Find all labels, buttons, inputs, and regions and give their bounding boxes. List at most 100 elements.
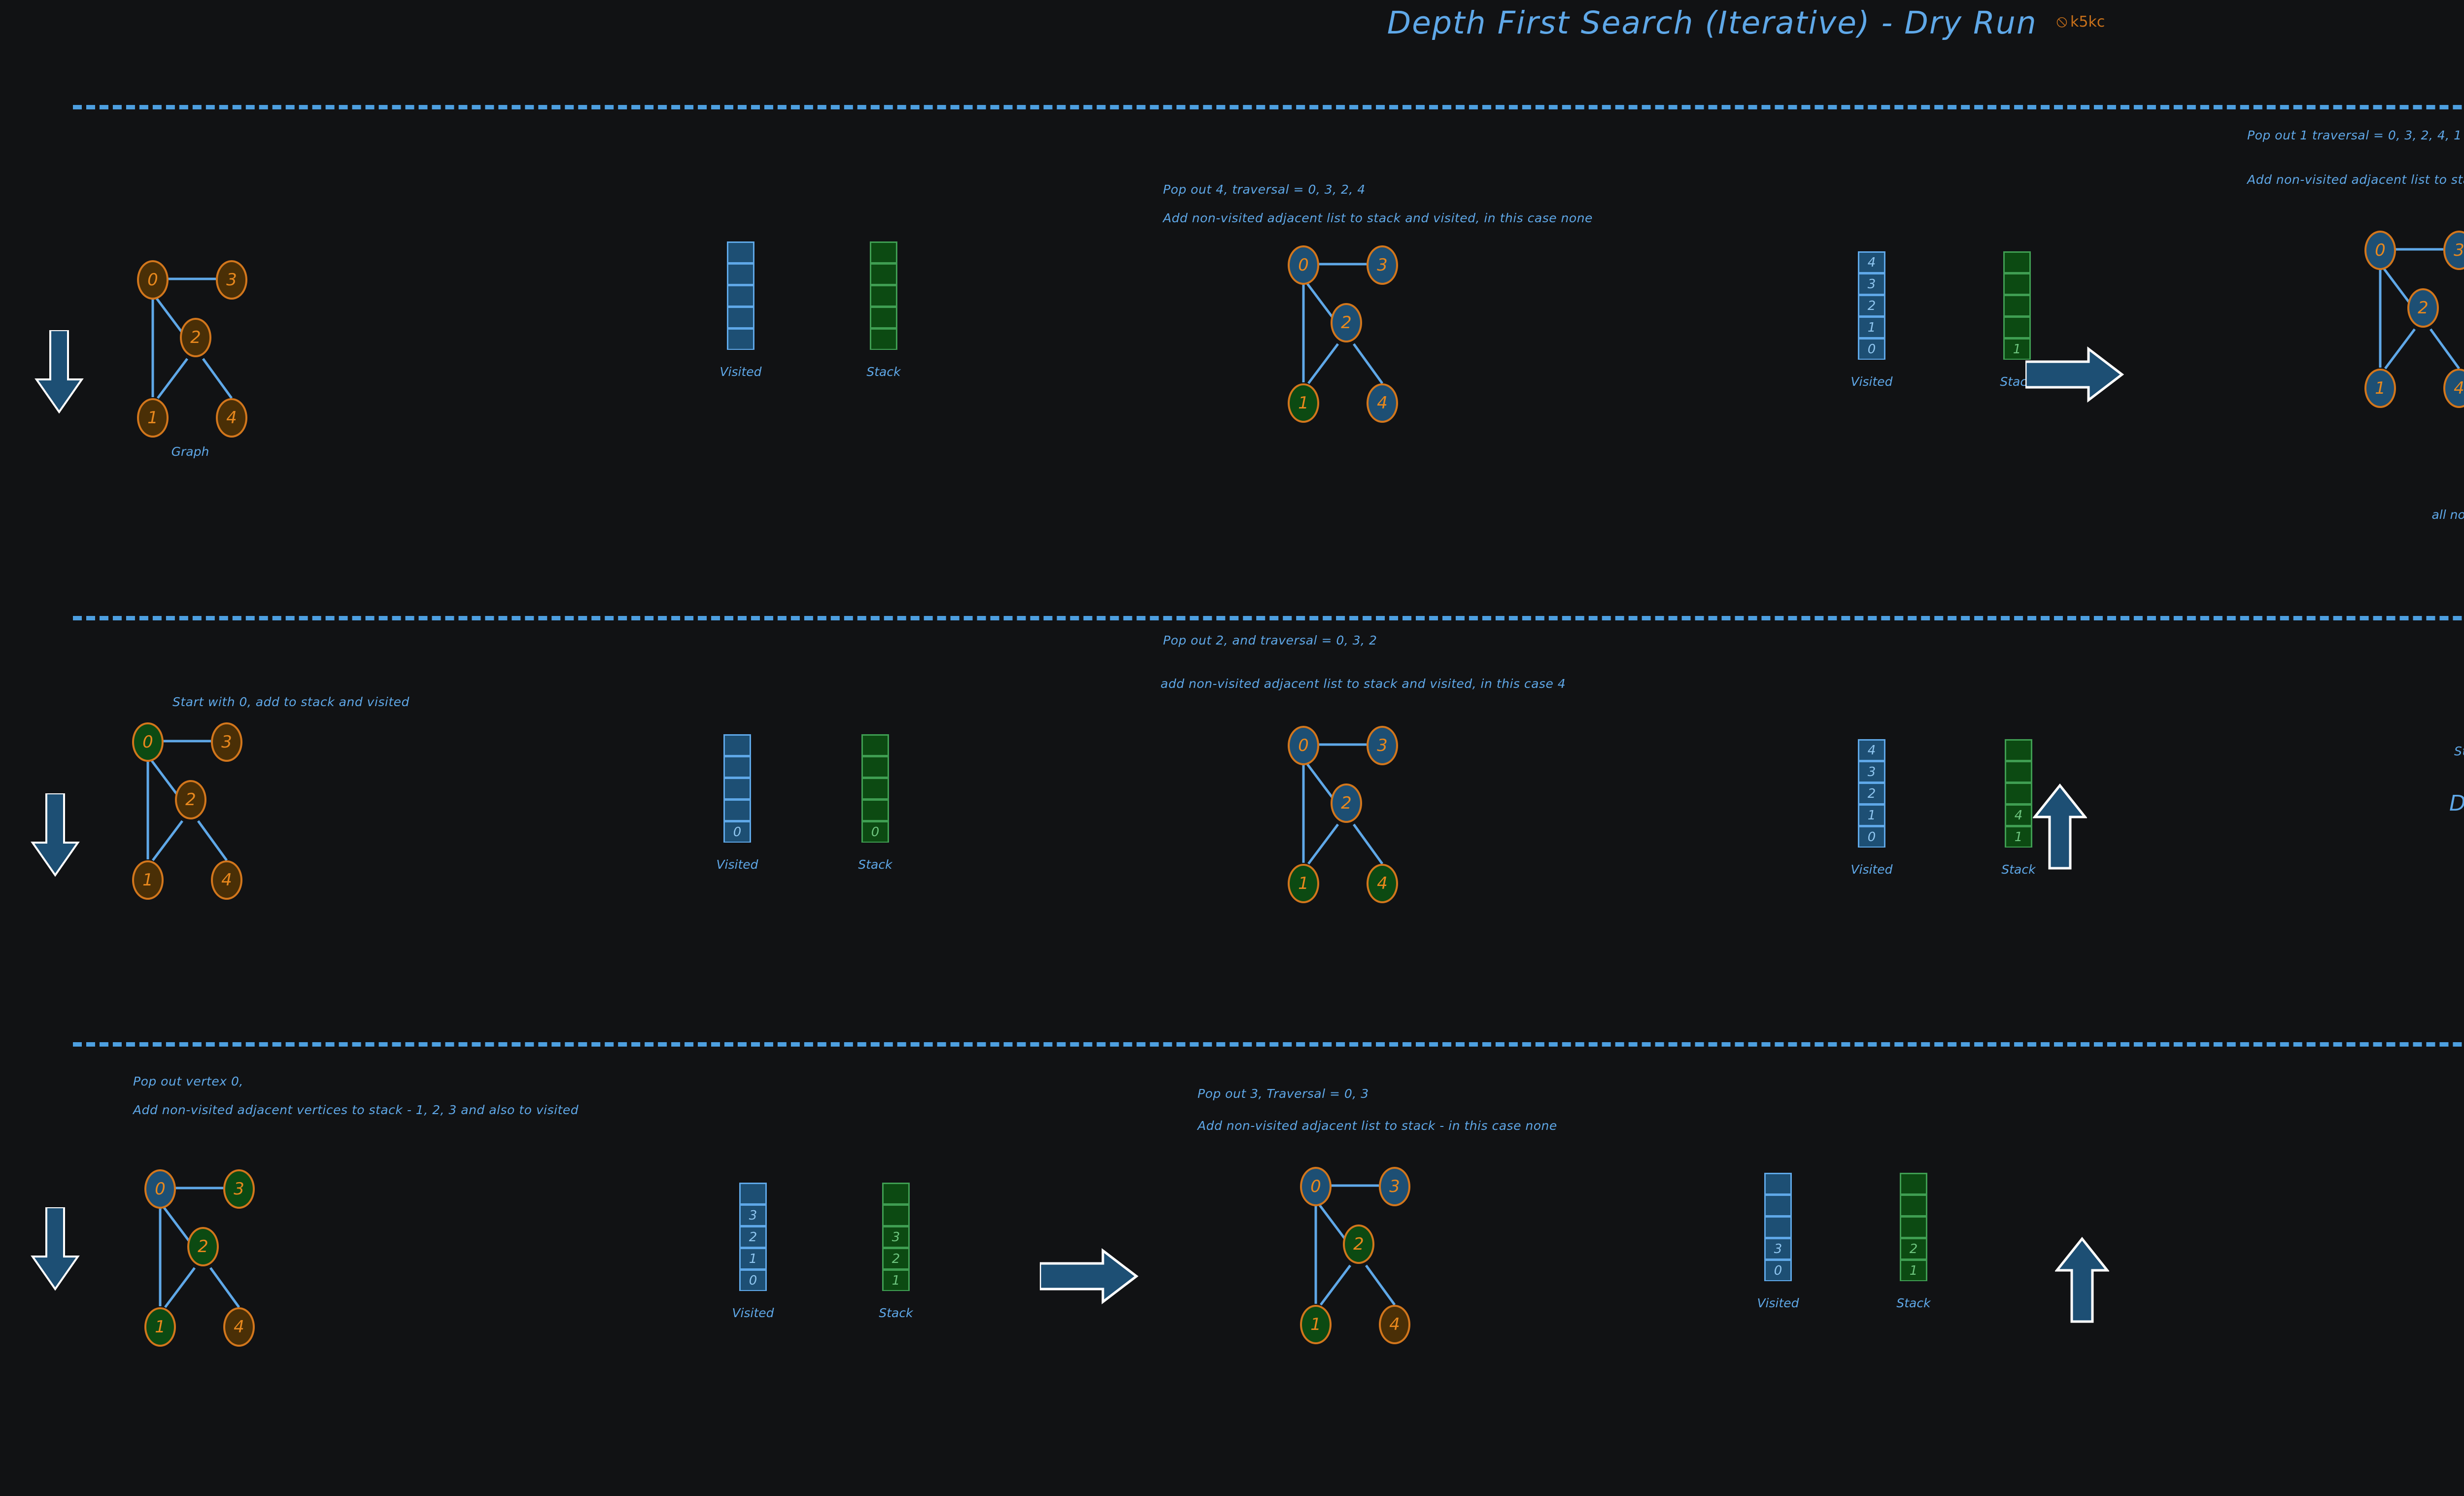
step-note-line-1: Pop out 1 traversal = 0, 3, 2, 4, 1 [2247,128,2462,142]
brand-label: k5kc [2070,13,2105,31]
graph-step-1: 0 3 2 1 4 Graph [108,256,444,503]
step-note-line-2: Add non-visited adjacent list to stack a… [1163,211,1593,225]
flow-arrow-right-row3 [1040,1247,1138,1306]
stack-cell [2005,782,2032,804]
flow-arrow-down [31,793,80,877]
step-note-line-2: Add non-visited adjacent list to stack [2247,172,2464,187]
stack-cell [882,1183,910,1204]
stack-cell [1900,1173,1927,1194]
graph-node-3: 3 [211,722,242,762]
graph-node-0: 0 [1288,245,1319,285]
stack-cell [2005,761,2032,782]
stack-cell: 2 [882,1248,910,1269]
visited-cell [739,1183,767,1204]
brand-logo: ⦸k5kc [2056,11,2105,31]
step-note-line-1: Pop out 2, and traversal = 0, 3, 2 [1163,633,1377,647]
graph-step-6: 0 3 2 1 4 [1259,241,1594,488]
graph-step-7: 0 3 2 1 4 [2336,227,2464,473]
stack-column-step-2: 0 Stack [858,734,892,872]
stack-cell: 1 [2003,338,2031,360]
stack-cell [861,799,889,821]
stack-column-label: Stack [879,1306,913,1320]
graph-caption: Graph [171,444,209,459]
iteration-stopped-note: all nodes are covered => Iteration stopp… [2431,508,2464,522]
graph-step-4: 0 3 2 1 4 [1271,1163,1607,1409]
visited-column-step-6: 4 3 2 1 0 Visited [1850,251,1893,389]
visited-cell [1764,1194,1792,1216]
stack-cell [861,734,889,756]
graph-node-3: 3 [1379,1167,1410,1206]
stack-cell: 3 [882,1226,910,1248]
visited-cell [727,263,754,285]
flow-arrow-up-row3 [2055,1237,2109,1326]
graph-node-4: 4 [1367,383,1398,423]
flow-arrow-up-row2 [2033,783,2087,872]
stack-cell [2003,273,2031,295]
stack-column-label: Stack [1896,1296,1931,1310]
section-divider-2 [73,616,2464,620]
graph-node-4: 4 [1367,864,1398,903]
graph-node-3: 3 [223,1169,255,1209]
graph-node-1: 1 [1288,383,1319,423]
page-header: Depth First Search (Iterative) - Dry Run… [0,5,2464,41]
brand-mark-icon: ⦸ [2056,11,2067,31]
visited-column-label: Visited [1850,374,1893,389]
graph-node-3: 3 [1367,726,1398,765]
visited-cell [727,306,754,328]
graph-node-1: 1 [1300,1305,1332,1344]
stack-cell [861,756,889,778]
stack-column-step-4: 2 1 Stack [1896,1173,1931,1310]
graph-node-0: 0 [137,260,169,300]
step-note-line-1: Start with 0, add to stack and visited [172,695,410,709]
stack-cell: 1 [2005,826,2032,848]
stack-column-step-5: 4 1 Stack [2001,739,2036,877]
graph-node-0: 0 [2364,231,2396,270]
visited-cell: 1 [1858,316,1885,338]
visited-cell [723,799,751,821]
graph-node-3: 3 [2443,231,2464,270]
visited-cell: 0 [1858,826,1885,848]
graph-node-4: 4 [223,1307,255,1347]
graph-node-2: 2 [1331,783,1362,823]
stack-cell [1900,1194,1927,1216]
graph-node-2: 2 [180,318,211,357]
stack-cell: 1 [1900,1259,1927,1281]
page-title: Depth First Search (Iterative) - Dry Run [1387,5,2037,41]
visited-column-step-1: Visited [719,241,762,379]
step-note-line-2: Add non-visited adjacent list to stack -… [1198,1119,1557,1133]
graph-node-0: 0 [144,1169,176,1209]
stack-cell [2003,251,2031,273]
section-divider-1 [73,105,2464,109]
stack-column-step-6: 1 Stack [2000,251,2034,389]
graph-node-0: 0 [1288,726,1319,765]
graph-node-1: 1 [144,1307,176,1347]
visited-column-label: Visited [1850,862,1893,877]
conclusion-line-1: Stack is now empty, DFS is finished [2454,744,2464,758]
visited-cell: 0 [739,1269,767,1291]
visited-column-label: Visited [716,857,758,872]
visited-cell: 2 [1858,295,1885,316]
conclusion-line-2: DFS Traversal = 0, 3, 2, 4, 1 [2449,791,2464,816]
graph-step-3: 0 3 2 1 4 [116,1165,451,1412]
stack-cell: 4 [2005,804,2032,826]
visited-cell: 4 [1858,739,1885,761]
graph-node-3: 3 [216,260,247,300]
graph-node-1: 1 [137,398,169,438]
visited-cell: 0 [1858,338,1885,360]
graph-node-2: 2 [175,780,206,819]
visited-cell [1764,1173,1792,1194]
graph-node-2: 2 [1343,1224,1374,1264]
stack-cell [882,1204,910,1226]
visited-cell [1764,1216,1792,1238]
graph-node-2: 2 [1331,303,1362,342]
stack-column-label: Stack [2001,862,2036,877]
graph-node-1: 1 [1288,864,1319,903]
flow-arrow-down [34,330,84,414]
stack-cell [870,328,897,350]
stack-column-label: Stack [866,365,901,379]
stack-column-step-3: 3 2 1 Stack [879,1183,913,1320]
graph-step-2: 0 3 2 1 4 [103,718,439,965]
flow-arrow-down [31,1207,80,1291]
stack-column-label: Stack [858,857,892,872]
visited-cell [723,778,751,799]
